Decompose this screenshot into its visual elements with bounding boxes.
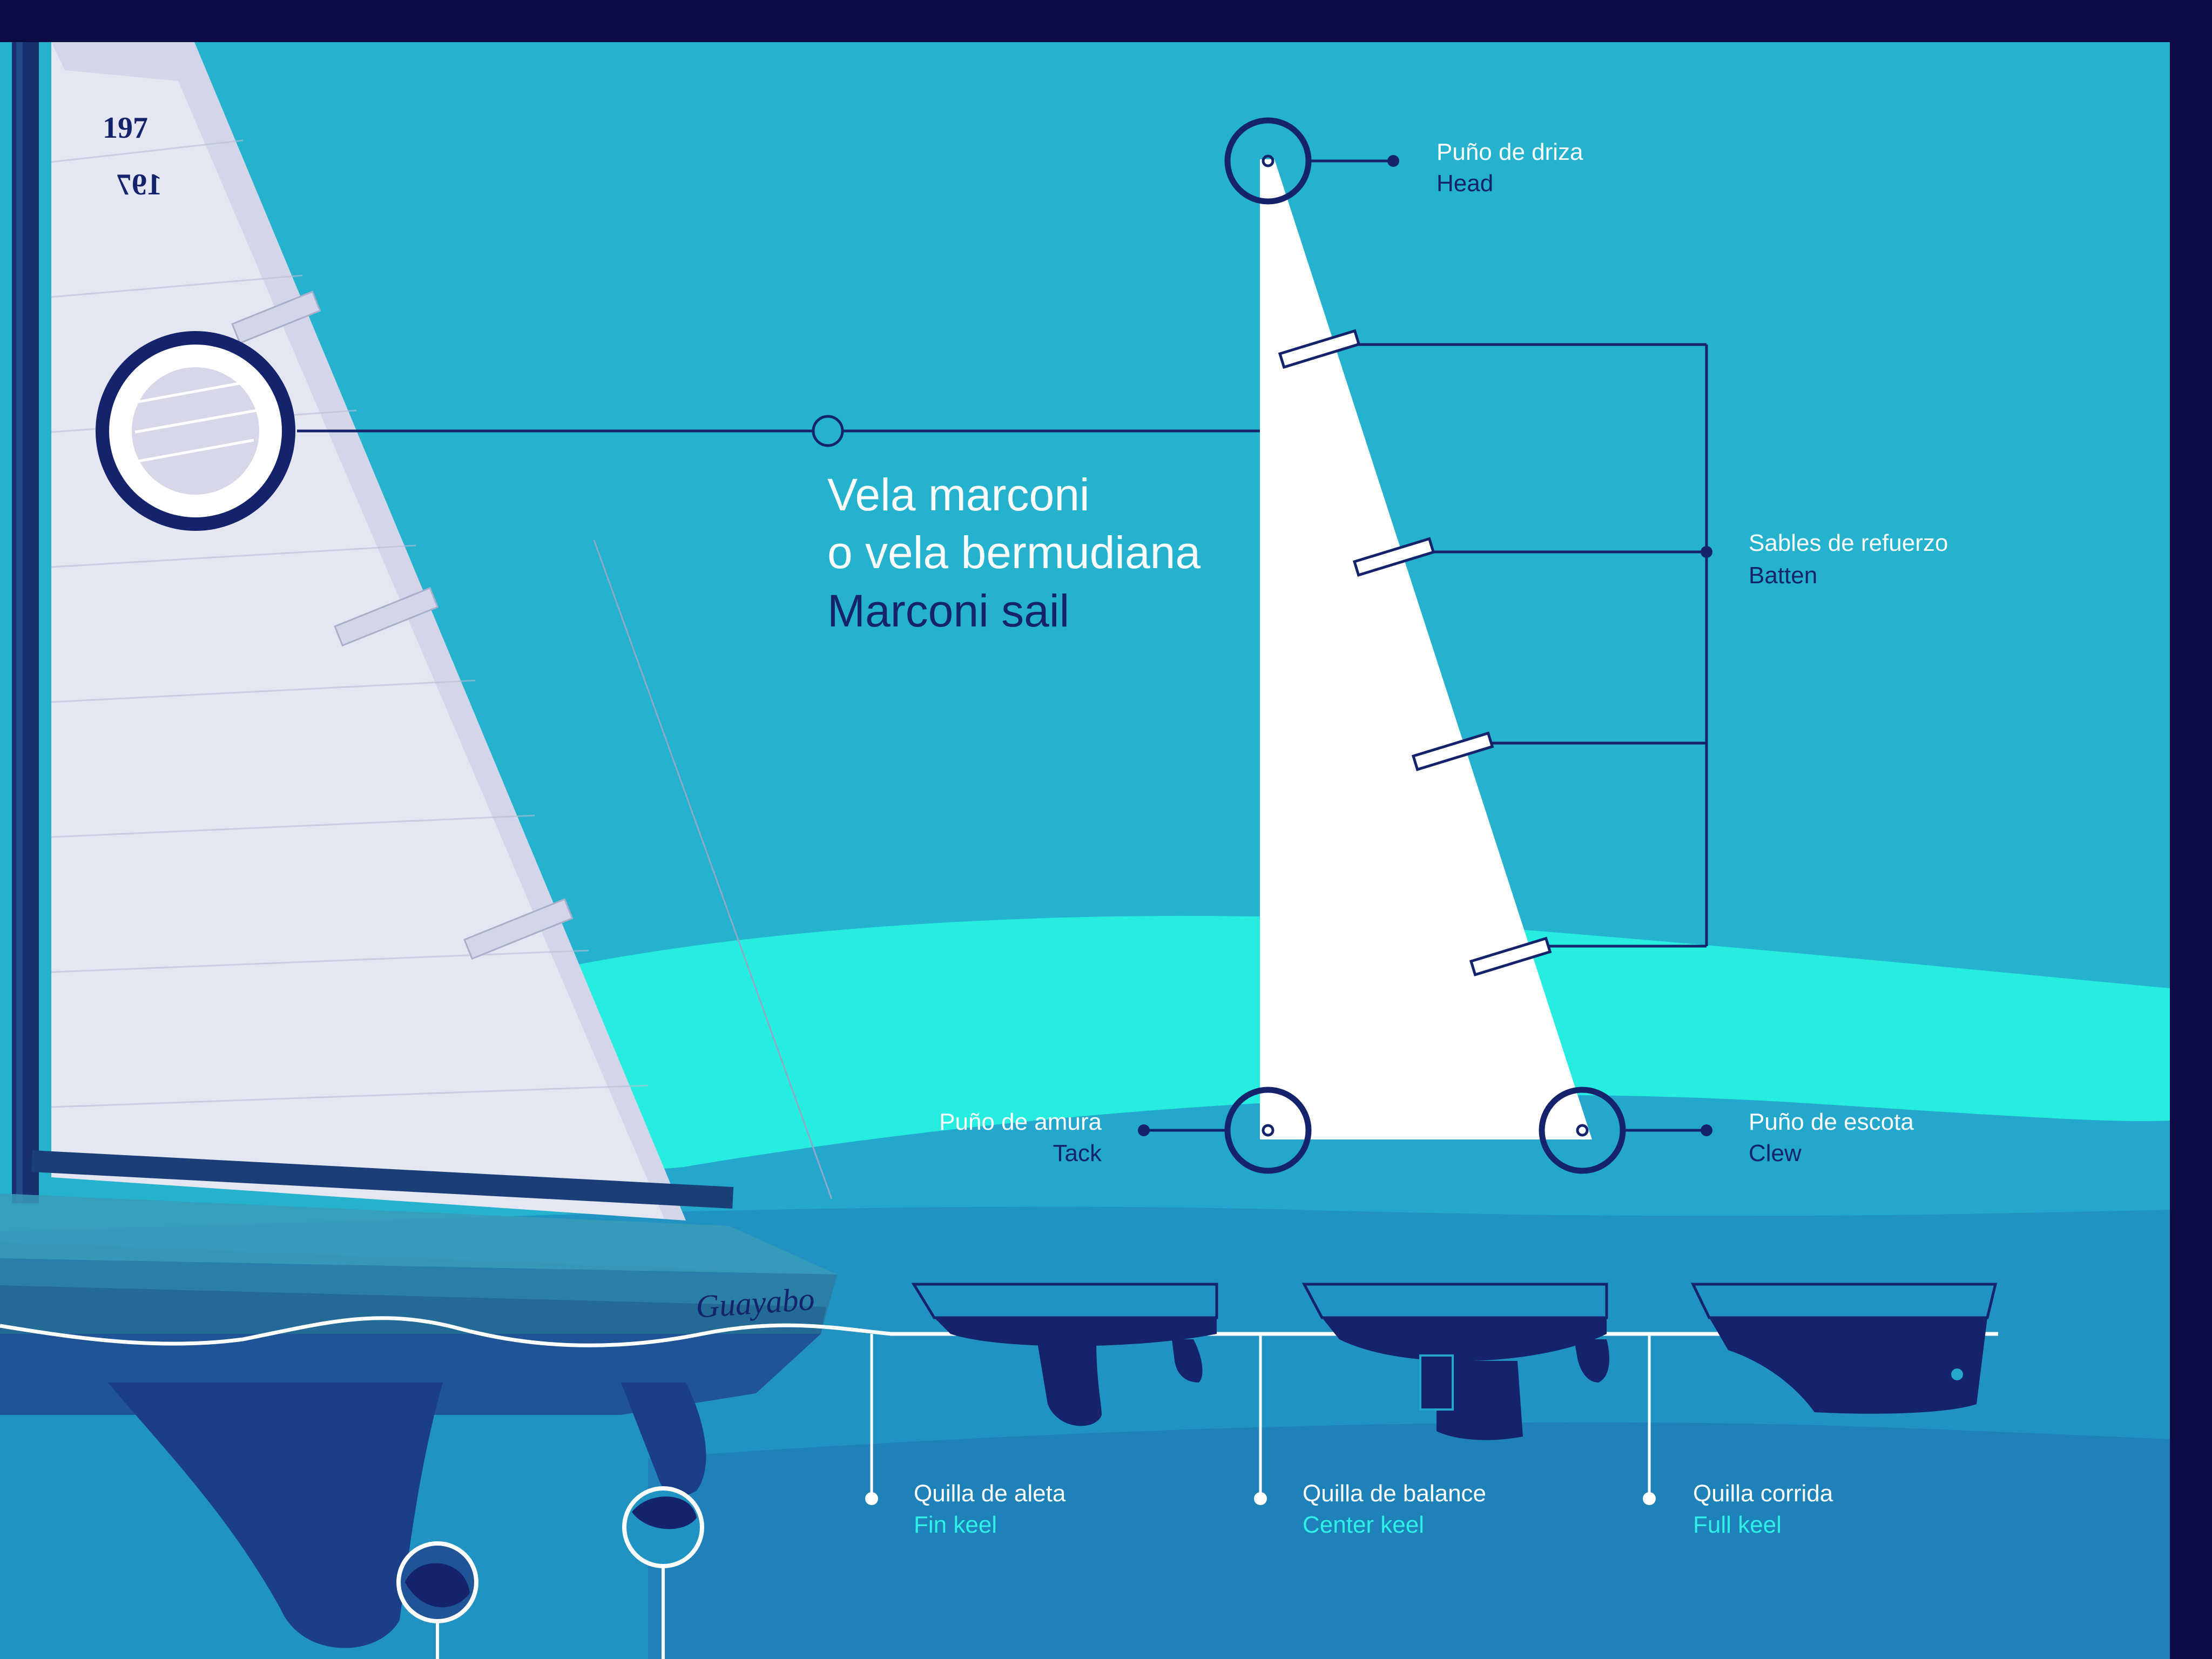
center-keel-label-en: Center keel (1303, 1512, 1424, 1538)
head-label-es: Puño de driza (1437, 139, 1583, 165)
fin-keel-label-es: Quilla de aleta (914, 1480, 1066, 1507)
clew-label-en: Clew (1749, 1140, 1802, 1166)
photo-rudder (621, 1382, 706, 1496)
clew-ring (1539, 1087, 1626, 1174)
tack-label-es: Puño de amura (939, 1109, 1102, 1135)
marconi-sail-schematic (1260, 159, 1592, 1139)
keel-magnifier-2 (622, 1486, 704, 1659)
boom (31, 1150, 734, 1209)
connector-node (812, 415, 844, 447)
tack-ring (1224, 1087, 1312, 1174)
title-line-1: Vela marconi (827, 469, 1090, 520)
battens (1278, 329, 1552, 976)
title-line-2: o vela bermudiana (827, 527, 1201, 578)
fin-keel-label-en: Fin keel (914, 1512, 997, 1538)
full-keel-label-en: Full keel (1693, 1512, 1782, 1538)
photo-fin-keel (108, 1382, 443, 1648)
center-keel-label-es: Quilla de balance (1303, 1480, 1486, 1507)
clew-label-es: Puño de escota (1749, 1109, 1914, 1135)
sail-number-mirror: 197 (117, 168, 162, 201)
hull-name: Guayabo (694, 1281, 815, 1325)
batten-bracket (1357, 343, 1708, 948)
batten-label-es: Sables de refuerzo (1749, 530, 1948, 556)
full-keel-hull (1691, 1283, 1998, 1414)
center-keel-hull (1301, 1283, 1609, 1440)
sail-magnifier (96, 331, 295, 531)
head-label-en: Head (1437, 170, 1493, 197)
sail-number-top: 197 (103, 111, 148, 145)
mast (12, 42, 39, 1203)
full-keel-label-es: Quilla corrida (1693, 1480, 1833, 1507)
photo-waterline (0, 1316, 1998, 1347)
title-line-3: Marconi sail (827, 585, 1069, 636)
sea-deepest-wave (648, 1422, 2170, 1659)
head-ring (1224, 117, 1312, 205)
sea-top-wave (594, 1095, 2170, 1220)
keel-magnifier-1 (396, 1541, 478, 1659)
fin-keel-hull (911, 1283, 1218, 1426)
tack-label-en: Tack (1053, 1140, 1102, 1166)
batten-label-en: Batten (1749, 562, 1817, 589)
